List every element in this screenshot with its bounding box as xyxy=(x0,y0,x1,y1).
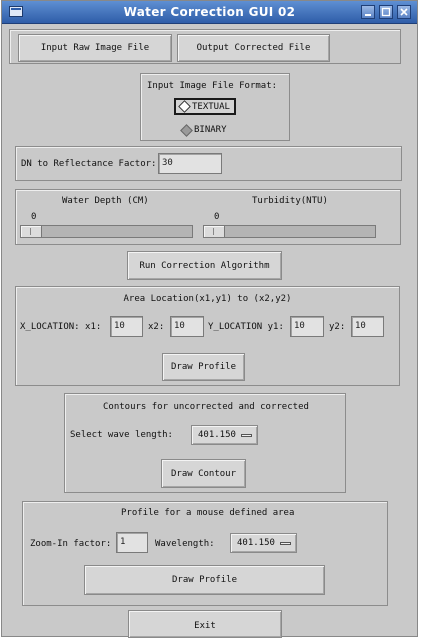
area-location-panel xyxy=(15,286,400,386)
exit-button[interactable]: Exit xyxy=(128,610,282,638)
draw-contour-button[interactable]: Draw Contour xyxy=(161,459,246,488)
contour-wavelength-value: 401.150 xyxy=(198,430,236,440)
radio-binary-label: BINARY xyxy=(194,125,227,135)
x-location-label: X_LOCATION: x1: xyxy=(20,322,102,332)
radio-binary[interactable]: BINARY xyxy=(180,123,227,137)
mouse-wavelength-label: Wavelength: xyxy=(155,539,215,549)
radio-selected-icon xyxy=(178,100,191,113)
y1-input[interactable]: 10 xyxy=(290,316,324,337)
contour-wavelength-dropdown[interactable]: 401.150 xyxy=(191,425,258,445)
radio-unselected-icon xyxy=(180,123,193,137)
turbidity-label: Turbidity(NTU) xyxy=(252,196,328,206)
reflectance-panel xyxy=(15,146,402,181)
file-format-title: Input Image File Format: xyxy=(147,81,278,91)
mouse-wavelength-value: 401.150 xyxy=(237,538,275,548)
minimize-button[interactable] xyxy=(361,5,375,19)
window-title: Water Correction GUI 02 xyxy=(123,5,296,19)
maximize-icon xyxy=(381,7,391,17)
water-depth-slider[interactable] xyxy=(20,225,193,238)
zoom-label: Zoom-In factor: xyxy=(30,539,112,549)
zoom-input[interactable]: 1 xyxy=(116,532,148,553)
turbidity-slider-handle[interactable] xyxy=(204,226,225,237)
reflectance-label: DN to Reflectance Factor: xyxy=(21,159,157,169)
mouse-profile-title: Profile for a mouse defined area xyxy=(121,508,295,518)
file-buttons-panel xyxy=(9,29,401,64)
turbidity-slider[interactable] xyxy=(203,225,376,238)
water-depth-label: Water Depth (CM) xyxy=(62,196,149,206)
title-bar[interactable]: Water Correction GUI 02 xyxy=(2,1,417,24)
minimize-icon xyxy=(365,14,371,16)
window-menu-icon[interactable] xyxy=(9,6,23,17)
turbidity-value: 0 xyxy=(214,212,220,222)
wave-length-label: Select wave length: xyxy=(70,430,173,440)
file-format-panel xyxy=(140,73,290,141)
close-button[interactable] xyxy=(397,5,411,19)
mouse-profile-panel xyxy=(22,501,388,606)
y-location-label: Y_LOCATION y1: xyxy=(208,322,284,332)
y2-label: y2: xyxy=(329,322,346,332)
water-depth-slider-handle[interactable] xyxy=(21,226,42,237)
mouse-wavelength-dropdown[interactable]: 401.150 xyxy=(230,533,297,553)
contours-panel xyxy=(64,393,346,493)
x2-label: x2: xyxy=(148,322,165,332)
contours-title: Contours for uncorrected and corrected xyxy=(103,402,309,412)
x1-input[interactable]: 10 xyxy=(110,316,143,337)
sliders-panel xyxy=(15,189,401,245)
area-location-title: Area Location(x1,y1) to (x2,y2) xyxy=(123,294,292,304)
radio-textual-label: TEXTUAL xyxy=(192,101,230,112)
radio-textual[interactable]: TEXTUAL xyxy=(174,98,236,115)
y2-input[interactable]: 10 xyxy=(351,316,384,337)
dropdown-indicator-icon xyxy=(280,542,291,545)
mouse-draw-profile-button[interactable]: Draw Profile xyxy=(84,565,325,595)
input-raw-image-button[interactable]: Input Raw Image File xyxy=(18,34,172,62)
run-correction-button[interactable]: Run Correction Algorithm xyxy=(127,251,282,280)
dropdown-indicator-icon xyxy=(241,434,252,437)
output-corrected-file-button[interactable]: Output Corrected File xyxy=(177,34,330,62)
maximize-button[interactable] xyxy=(379,5,393,19)
x2-input[interactable]: 10 xyxy=(170,316,204,337)
water-depth-value: 0 xyxy=(31,212,37,222)
reflectance-input[interactable]: 30 xyxy=(158,153,222,174)
area-draw-profile-button[interactable]: Draw Profile xyxy=(162,353,245,381)
close-icon xyxy=(400,8,408,16)
